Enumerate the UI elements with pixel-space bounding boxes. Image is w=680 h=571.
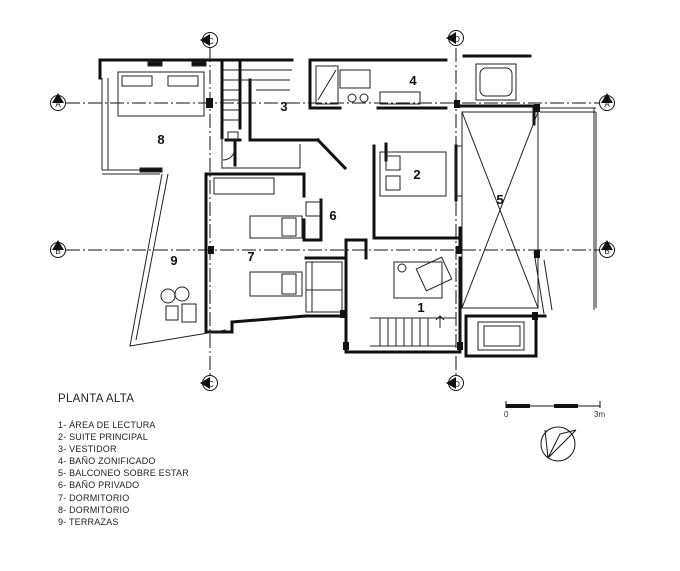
column-marks bbox=[206, 98, 540, 350]
legend-item: 6- BAÑO PRIVADO bbox=[58, 480, 140, 491]
room-number-4: 4 bbox=[409, 73, 417, 88]
room-number-3: 3 bbox=[280, 99, 287, 114]
grid-label-a-right: A bbox=[604, 100, 610, 109]
legend-item: 1- ÁREA DE LECTURA bbox=[58, 420, 156, 430]
grid-bubble-a-right: A bbox=[599, 93, 615, 111]
vestidor-shelving bbox=[222, 69, 292, 121]
grid-bubble-d-top: D bbox=[446, 30, 464, 46]
legend-item: 3- VESTIDOR bbox=[58, 444, 117, 455]
grid-bubble-c-top: C bbox=[200, 32, 218, 48]
legend-item: 7- DORMITORIO bbox=[58, 492, 130, 503]
north-arrow-icon bbox=[540, 426, 577, 462]
scale-bar bbox=[505, 401, 601, 408]
walls bbox=[98, 54, 547, 358]
room-number-labels: 1 2 3 4 5 6 7 8 9 bbox=[157, 73, 503, 315]
legend-item: 8- DORMITORIO bbox=[58, 504, 130, 515]
legend-item: 4- BAÑO ZONIFICADO bbox=[58, 456, 156, 467]
scale-end-label: 3m bbox=[594, 410, 606, 419]
room-legend: 1- ÁREA DE LECTURA 2- SUITE PRINCIPAL 3-… bbox=[58, 419, 189, 528]
grid-label-c-bottom: C bbox=[208, 380, 214, 389]
plan-title: PLANTA ALTA bbox=[58, 393, 135, 405]
scale-start-label: 0 bbox=[504, 410, 509, 419]
thin-outlines bbox=[101, 61, 597, 351]
grid-label-b-left: B bbox=[55, 247, 60, 256]
grid-label-d-top: D bbox=[454, 35, 460, 44]
room-number-8: 8 bbox=[157, 132, 164, 147]
grid-label-d-bottom: D bbox=[454, 380, 460, 389]
grid-label-c-top: C bbox=[208, 37, 214, 46]
grid-bubble-d-bottom: D bbox=[446, 375, 464, 391]
grid-label-b-right: B bbox=[604, 247, 609, 256]
room-number-9: 9 bbox=[170, 253, 177, 268]
room-number-1: 1 bbox=[417, 300, 424, 315]
grid-label-a-left: A bbox=[55, 100, 61, 109]
legend-item: 5- BALCONEO SOBRE ESTAR bbox=[58, 468, 189, 479]
room-number-5: 5 bbox=[496, 192, 503, 207]
grid-bubble-b-left: B bbox=[50, 240, 66, 258]
grid-bubble-c-bottom: C bbox=[200, 375, 218, 391]
room-number-2: 2 bbox=[413, 167, 420, 182]
legend-item: 9- TERRAZAS bbox=[58, 516, 119, 527]
room-number-6: 6 bbox=[329, 208, 336, 223]
grid-bubble-a-left: A bbox=[50, 93, 66, 111]
stair-treads bbox=[370, 317, 456, 347]
room-number-7: 7 bbox=[247, 249, 254, 264]
legend-item: 2- SUITE PRINCIPAL bbox=[58, 432, 148, 443]
grid-bubble-b-right: B bbox=[599, 240, 615, 258]
